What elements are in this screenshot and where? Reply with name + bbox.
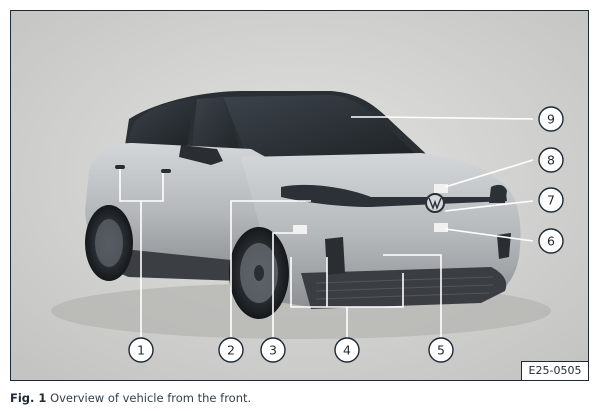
figure-caption: Fig. 1 Overview of vehicle from the fron… (10, 391, 251, 405)
marker-3 (293, 225, 307, 234)
svg-text:3: 3 (269, 343, 277, 358)
vehicle-illustration: 1 2 3 4 5 6 7 8 9 (11, 11, 588, 380)
rear-side-window (123, 99, 193, 151)
right-headlight (489, 184, 507, 203)
callout-5: 5 (428, 337, 454, 363)
svg-text:7: 7 (547, 193, 555, 208)
front-wheel (229, 227, 289, 319)
callout-2: 2 (218, 337, 244, 363)
caption-prefix: Fig. 1 (10, 391, 47, 405)
side-cladding (91, 231, 241, 281)
front-door-handle (161, 169, 171, 173)
vehicle-figure: 1 2 3 4 5 6 7 8 9 E25-0505 (10, 10, 589, 381)
left-air-intake (325, 237, 345, 275)
callout-1: 1 (128, 337, 154, 363)
svg-text:2: 2 (227, 343, 235, 358)
front-side-window (191, 97, 243, 159)
leader-lines (119, 116, 534, 337)
windshield (223, 95, 419, 161)
svg-text:8: 8 (547, 153, 555, 168)
callout-8: 8 (538, 147, 564, 173)
side-mirror (179, 145, 223, 165)
marker-8 (434, 184, 448, 193)
svg-text:6: 6 (547, 234, 555, 249)
car (85, 91, 521, 319)
callout-7: 7 (538, 187, 564, 213)
rear-wheel (85, 205, 133, 281)
svg-text:4: 4 (343, 343, 351, 358)
svg-text:5: 5 (437, 343, 445, 358)
callout-6: 6 (538, 228, 564, 254)
callout-4: 4 (334, 337, 360, 363)
right-air-intake (497, 233, 511, 259)
rear-door-handle (115, 165, 125, 169)
callout-9: 9 (538, 106, 564, 132)
svg-text:1: 1 (137, 343, 145, 358)
callout-3: 3 (260, 337, 286, 363)
svg-text:9: 9 (547, 112, 555, 127)
figure-id-label: E25-0505 (521, 361, 588, 380)
marker-6 (434, 223, 448, 232)
vw-logo-mark (428, 197, 442, 211)
light-strip (281, 184, 507, 207)
caption-text: Overview of vehicle from the front. (50, 391, 252, 405)
